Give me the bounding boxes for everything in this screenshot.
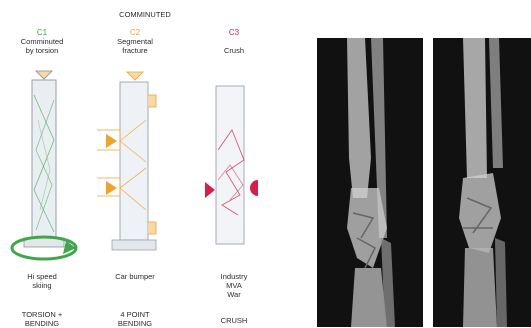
- c1-cause-line2: skiing: [8, 281, 76, 290]
- c3-mechanism-line1: CRUSH: [204, 316, 264, 325]
- radiograph-left: [317, 38, 423, 327]
- c2-cause-line1: Car bumper: [100, 272, 170, 281]
- c1-bone-illustration: [12, 71, 76, 259]
- c3-cause-line1: Industry: [204, 272, 264, 281]
- radiograph-left-image: [317, 38, 423, 327]
- c2-bone-illustration: [97, 72, 156, 250]
- c1-mechanism-line1: TORSION +: [8, 310, 76, 319]
- radiograph-right-image: [433, 38, 531, 327]
- radiograph-right: [433, 38, 531, 327]
- c3-cause-line3: War: [204, 290, 264, 299]
- c1-cause-line1: Hi speed: [8, 272, 76, 281]
- c3-cause-line2: MVA: [204, 281, 264, 290]
- c3-bone-illustration: [205, 86, 258, 244]
- c2-mechanism-line1: 4 POINT: [100, 310, 170, 319]
